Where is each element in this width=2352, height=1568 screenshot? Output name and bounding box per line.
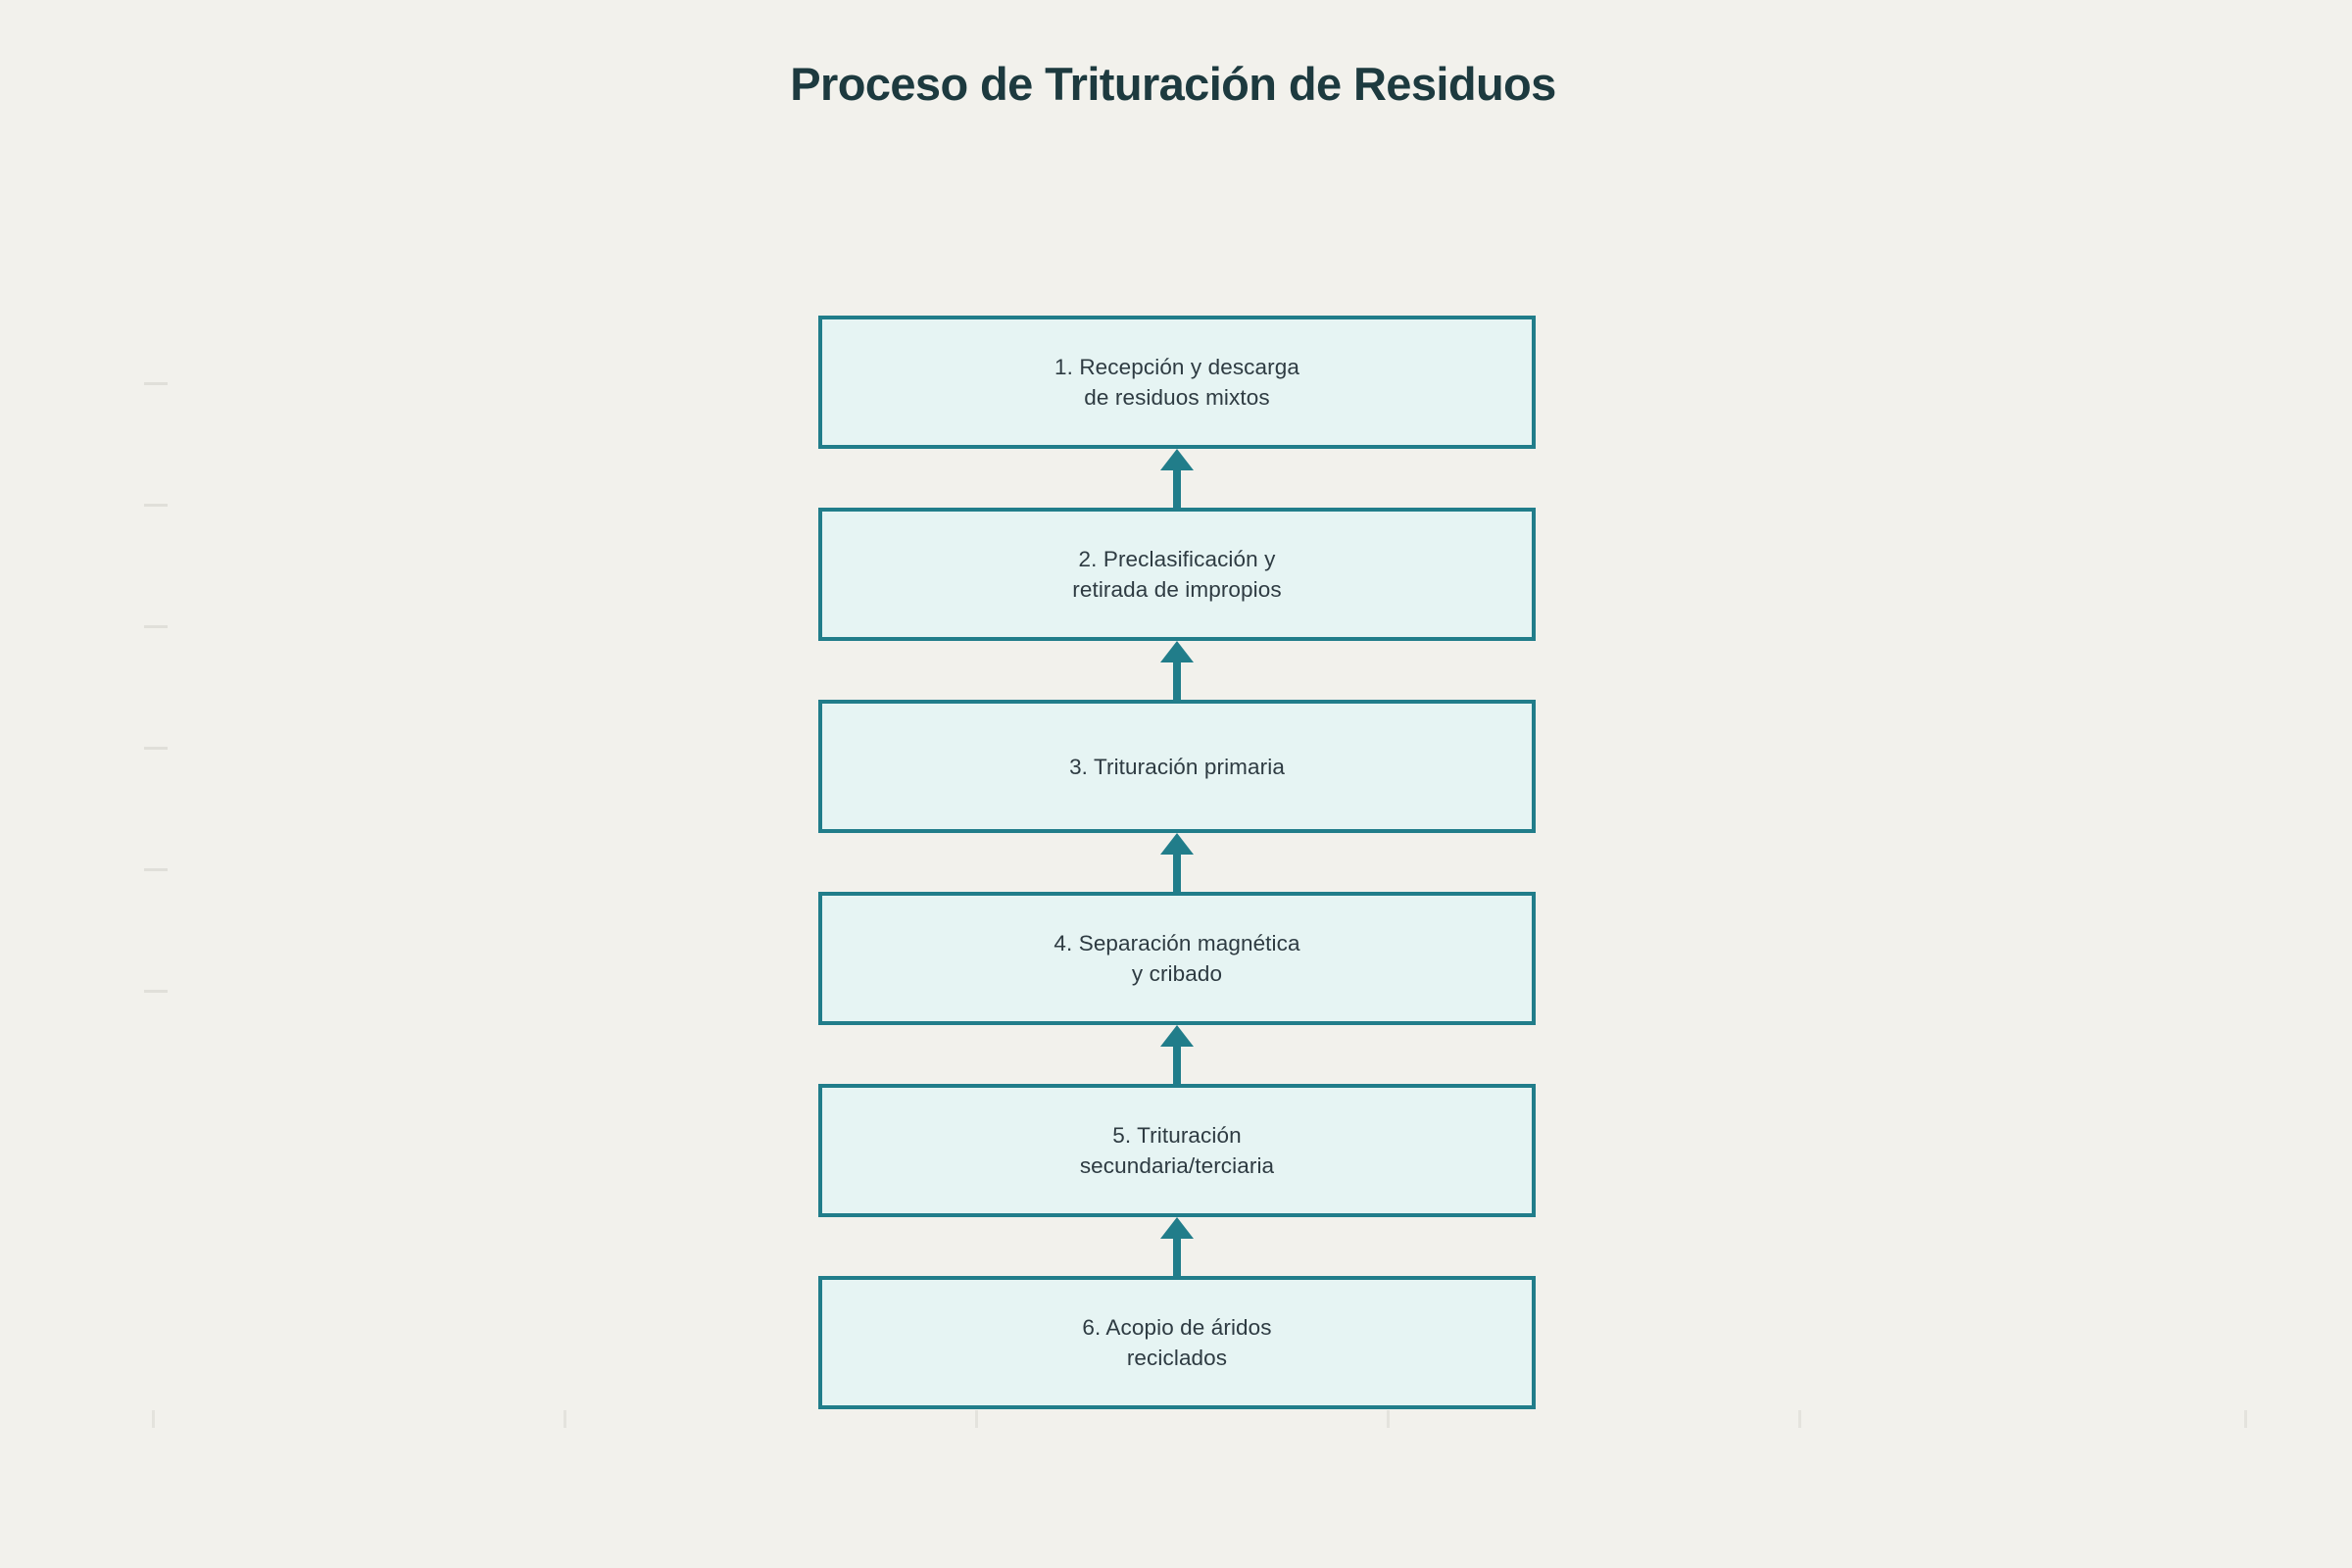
axis-tick-bottom-1 [152, 1410, 155, 1428]
axis-tick-left-2 [144, 504, 168, 507]
axis-tick-bottom-4 [1387, 1410, 1390, 1428]
arrow-shaft-icon [1173, 466, 1181, 508]
flow-arrow-4-to-3 [818, 833, 1536, 892]
flow-node-4[interactable]: 4. Separación magnética y cribado [818, 892, 1536, 1025]
flow-node-5-label: 5. Trituración secundaria/terciaria [1079, 1123, 1275, 1178]
flow-node-1[interactable]: 1. Recepción y descarga de residuos mixt… [818, 316, 1536, 449]
flowchart-container: 1. Recepción y descarga de residuos mixt… [818, 316, 1536, 1409]
flow-arrow-5-to-4 [818, 1025, 1536, 1084]
axis-tick-left-3 [144, 625, 168, 628]
arrow-shaft-icon [1173, 1042, 1181, 1084]
flow-node-2-label: 2. Preclasificación y retirada de improp… [1072, 547, 1282, 602]
axis-tick-bottom-3 [975, 1410, 978, 1428]
page-title: Proceso de Trituración de Residuos [790, 58, 1556, 110]
flow-arrow-3-to-2 [818, 641, 1536, 700]
flow-arrow-6-to-5 [818, 1217, 1536, 1276]
flow-node-2[interactable]: 2. Preclasificación y retirada de improp… [818, 508, 1536, 641]
axis-tick-bottom-2 [564, 1410, 566, 1428]
arrow-up-icon [1160, 1217, 1194, 1239]
flow-node-3-label: 3. Trituración primaria [1069, 754, 1285, 779]
axis-tick-bottom-5 [1798, 1410, 1801, 1428]
flow-node-4-label: 4. Separación magnética y cribado [1054, 931, 1300, 986]
axis-tick-left-4 [144, 747, 168, 750]
arrow-up-icon [1160, 1025, 1194, 1047]
flow-node-5[interactable]: 5. Trituración secundaria/terciaria [818, 1084, 1536, 1217]
flow-arrow-2-to-1 [818, 449, 1536, 508]
flow-node-1-label: 1. Recepción y descarga de residuos mixt… [1054, 355, 1299, 410]
arrow-shaft-icon [1173, 1234, 1181, 1276]
flow-node-6-label: 6. Acopio de áridos reciclados [1082, 1315, 1272, 1370]
flow-node-6[interactable]: 6. Acopio de áridos reciclados [818, 1276, 1536, 1409]
arrow-shaft-icon [1173, 658, 1181, 700]
arrow-shaft-icon [1173, 850, 1181, 892]
axis-tick-left-6 [144, 990, 168, 993]
axis-tick-left-5 [144, 868, 168, 871]
arrow-up-icon [1160, 641, 1194, 662]
axis-tick-bottom-6 [2244, 1410, 2247, 1428]
arrow-up-icon [1160, 449, 1194, 470]
arrow-up-icon [1160, 833, 1194, 855]
flow-node-3[interactable]: 3. Trituración primaria [818, 700, 1536, 833]
axis-tick-left-1 [144, 382, 168, 385]
